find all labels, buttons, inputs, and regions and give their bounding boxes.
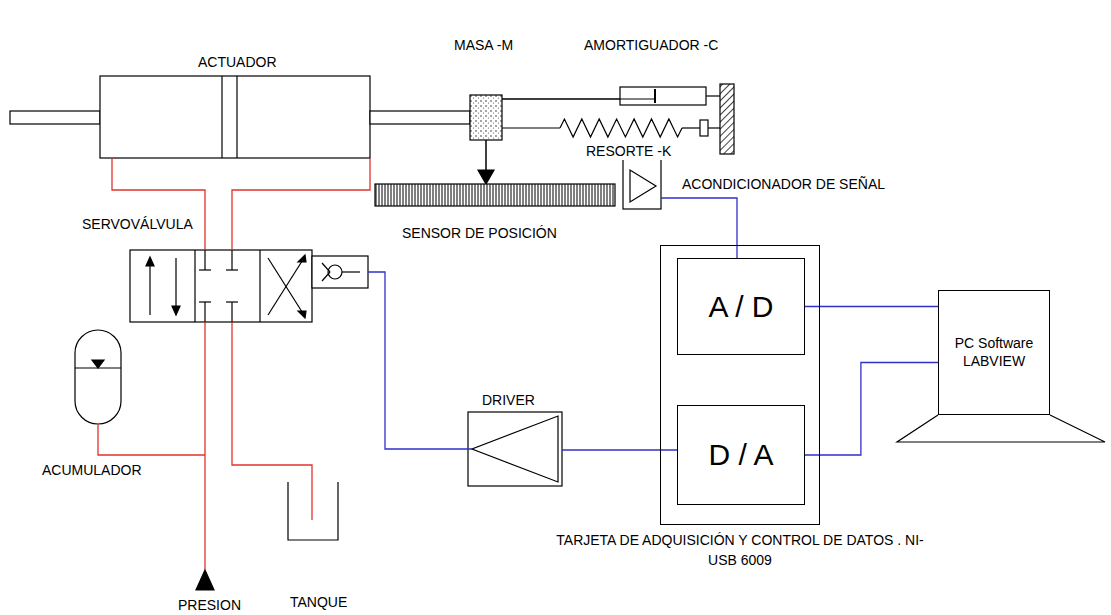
pc-box: PC Software LABVIEW bbox=[938, 290, 1050, 415]
part-name: RESORTE -K bbox=[584, 143, 673, 160]
part-name: ACONDICIONADOR DE SEÑAL bbox=[680, 176, 887, 193]
part-name: ACUMULADOR bbox=[40, 462, 144, 479]
card-caption: TARJETA DE ADQUISICIÓN Y CONTROL DE DATO… bbox=[550, 530, 930, 571]
signal-wire bbox=[805, 363, 938, 456]
part-name: AMORTIGUADOR -C bbox=[582, 37, 720, 54]
part-name: SERVOVÁLVULA bbox=[80, 216, 195, 233]
box-text: A / D bbox=[708, 288, 773, 326]
part-name: DRIVER bbox=[480, 392, 537, 409]
part-name: PRESION bbox=[176, 597, 243, 614]
signal-wire bbox=[805, 306, 938, 307]
box-text: PC Software LABVIEW bbox=[954, 335, 1034, 370]
part-name: TANQUE bbox=[288, 594, 349, 611]
dac-box: D / A bbox=[677, 405, 805, 505]
box-text: D / A bbox=[708, 436, 773, 474]
adc-box: A / D bbox=[677, 258, 805, 355]
part-name: MASA -M bbox=[452, 37, 515, 54]
part-name: ACTUADOR bbox=[196, 54, 279, 71]
daq-card: TARJETA DE ADQUISICIÓN Y CONTROL DE DATO… bbox=[660, 245, 820, 525]
part-name: SENSOR DE POSICIÓN bbox=[400, 225, 559, 242]
